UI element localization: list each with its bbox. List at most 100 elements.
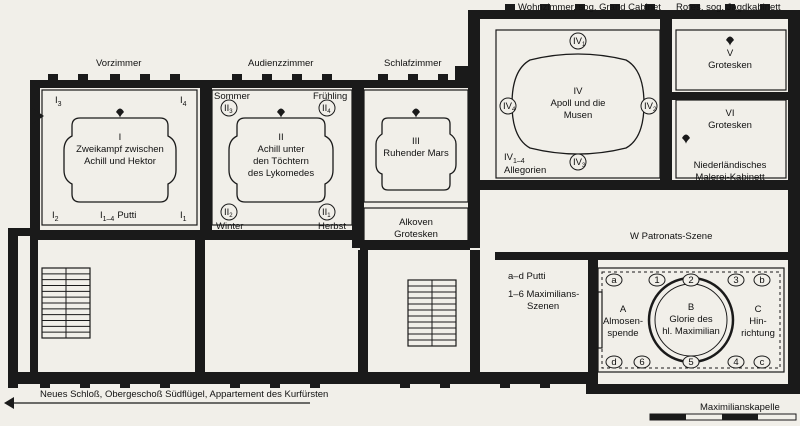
svg-text:II4: II4 (322, 103, 331, 115)
svg-text:spende: spende (607, 328, 638, 339)
room-wohnzimmer-frame (495, 29, 661, 179)
ceiling-i-cartouche (63, 117, 177, 203)
mark-i4: I4 (180, 95, 187, 108)
svg-text:IV4: IV4 (503, 101, 516, 113)
svg-text:Niederländisches: Niederländisches (694, 160, 767, 171)
svg-text:II1: II1 (322, 207, 331, 219)
room-jagdkabinett-frame (675, 29, 787, 91)
svg-text:Zweikampf zwischen: Zweikampf zwischen (76, 144, 164, 155)
svg-text:VI: VI (726, 108, 735, 119)
svg-text:IV2: IV2 (644, 101, 657, 113)
svg-text:Musen: Musen (564, 110, 593, 121)
ceiling-ii-text: II Achill unter den Töchtern des Lykomed… (248, 132, 314, 179)
entrance-arrow-icon (32, 108, 44, 124)
stairs-middle (407, 279, 457, 347)
chapel-number-6: 6 (639, 357, 644, 368)
mark-iv2: IV2 (640, 97, 658, 115)
legend-ad: a–d Putti (508, 271, 546, 282)
ceiling-i-text: I Zweikampf zwischen Achill und Hektor (76, 132, 164, 167)
svg-text:IV3: IV3 (573, 157, 586, 169)
ceiling-ii-cartouche (228, 117, 334, 203)
mark-i3: I3 (55, 95, 62, 108)
svg-text:A: A (620, 304, 627, 315)
chapel-number-2: 2 (688, 275, 693, 286)
mark-ii3: II3 (220, 99, 238, 117)
svg-text:den Töchtern: den Töchtern (253, 156, 309, 167)
mark-iv3: IV3 (569, 153, 587, 171)
svg-text:Ruhender Mars: Ruhender Mars (383, 148, 449, 159)
ceiling-iv-text: IV Apoll und die Musen (551, 86, 606, 121)
svg-text:IV1: IV1 (573, 36, 586, 48)
ceiling-v-text: V Grotesken (708, 48, 752, 71)
svg-text:Grotesken: Grotesken (708, 120, 752, 131)
svg-text:III: III (412, 136, 420, 147)
chapel-b-text: B Glorie des hl. Maximilian (662, 302, 720, 337)
svg-text:Alkoven: Alkoven (399, 217, 433, 228)
chapel-a-text: A Almosen- spende (603, 304, 643, 339)
room-alkoven-frame (363, 207, 469, 249)
svg-text:hl. Maximilian: hl. Maximilian (662, 326, 720, 337)
stairs-west (41, 267, 91, 339)
legend-16-line2: Szenen (527, 301, 559, 312)
chapel-corner-a: a (611, 275, 617, 286)
chapel-name: Maximilianskapelle (700, 402, 780, 413)
mark-i1: I1 (180, 210, 187, 223)
svg-text:Achill und Hektor: Achill und Hektor (84, 156, 156, 167)
room-label-vorzimmer: Vorzimmer (96, 58, 141, 69)
svg-text:B: B (688, 302, 694, 313)
room-schlafzimmer-frame (363, 89, 469, 203)
mark-ii4: II4 (318, 99, 336, 117)
svg-text:Apoll und die: Apoll und die (551, 98, 606, 109)
svg-text:Grotesken: Grotesken (394, 229, 438, 240)
room-cabinet-frame (675, 99, 787, 179)
svg-text:richtung: richtung (741, 328, 775, 339)
ceiling-vi-text: VI Grotesken (708, 108, 752, 131)
svg-text:I: I (119, 132, 122, 143)
chapel-corner-b: b (759, 275, 764, 286)
svg-text:des Lykomedes: des Lykomedes (248, 168, 314, 179)
ceiling-pendants (116, 36, 734, 144)
svg-text:IV: IV (574, 86, 584, 97)
svg-text:Glorie des: Glorie des (669, 314, 713, 325)
svg-text:Grotesken: Grotesken (708, 60, 752, 71)
mark-ii2: II2 (220, 203, 238, 221)
label-sommer: Sommer (214, 91, 250, 102)
legend-w: W Patronats-Szene (630, 231, 712, 242)
room-label-schlafzimmer: Schlafzimmer (384, 58, 442, 69)
chapel-number-1: 1 (654, 275, 659, 286)
mark-i2: I2 (52, 210, 59, 223)
svg-text:II2: II2 (224, 207, 233, 219)
chapel-corner-d: d (611, 357, 616, 368)
mark-iv1: IV1 (569, 32, 587, 50)
label-winter: Winter (216, 221, 243, 232)
room-label-audienzzimmer: Audienzzimmer (248, 58, 313, 69)
svg-text:Malerei-Kabinett: Malerei-Kabinett (695, 172, 765, 183)
caption: Neues Schloß, Obergeschoß Südflügel, App… (40, 389, 328, 400)
scale-bar (649, 413, 797, 421)
chapel-number-5: 5 (688, 357, 693, 368)
ceiling-iii-text: III Ruhender Mars (383, 136, 449, 159)
mark-ii1: II1 (318, 203, 336, 221)
chapel-number-4: 4 (733, 357, 738, 368)
svg-text:II: II (278, 132, 283, 143)
svg-text:II3: II3 (224, 103, 233, 115)
room-label-jagdkabinett: Rotes, sog. Jagdkabinett (676, 2, 781, 13)
room-audienzzimmer-frame (211, 89, 353, 226)
svg-text:Hin-: Hin- (749, 316, 766, 327)
label-fruehling: Frühling (313, 91, 347, 102)
chapel-corner-c: c (760, 357, 765, 368)
alkoven-text: Alkoven Grotesken (394, 217, 438, 240)
svg-text:Almosen-: Almosen- (603, 316, 643, 327)
svg-text:C: C (755, 304, 762, 315)
room-label-wohnzimmer: Wohnzimmer, sog. Grand Cabinet (518, 2, 661, 13)
cabinet-text: Niederländisches Malerei-Kabinett (694, 160, 767, 183)
mark-iv4: IV4 (499, 97, 517, 115)
caption-arrow-icon (4, 397, 310, 409)
svg-text:V: V (727, 48, 734, 59)
room-vorzimmer-frame (41, 89, 198, 226)
label-allegorien: Allegorien (504, 165, 546, 176)
svg-text:Achill unter: Achill unter (258, 144, 305, 155)
